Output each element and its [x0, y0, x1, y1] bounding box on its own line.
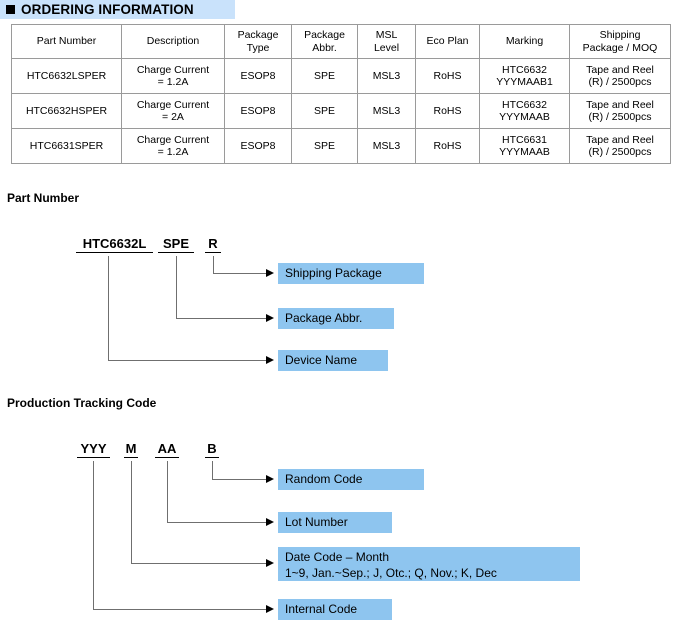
leader-line-date-code-vertical — [131, 461, 132, 564]
column-header-part-number: Part Number — [11, 24, 122, 59]
callout-internal-code: Internal Code — [278, 599, 392, 620]
section-title: ORDERING INFORMATION — [21, 2, 194, 17]
leader-line-lot-number-horizontal — [167, 522, 266, 523]
cell-shipping-package: Tape and Reel(R) / 2500pcs — [569, 93, 671, 129]
cell-eco-plan: RoHS — [415, 128, 480, 164]
cell-eco-plan: RoHS — [415, 58, 480, 94]
cell-part-number: HTC6631SPER — [11, 128, 122, 164]
section-header-band: ORDERING INFORMATION — [0, 0, 235, 19]
part-number-section-title: Part Number — [7, 191, 80, 205]
callout-date-code-month: Date Code – Month 1~9, Jan.~Sep.; J, Otc… — [278, 547, 580, 581]
leader-line-internal-code-horizontal — [93, 609, 266, 610]
cell-package-type: ESOP8 — [224, 93, 292, 129]
cell-description: Charge Current= 1.2A — [121, 128, 225, 164]
leader-line-internal-code-vertical — [93, 461, 94, 610]
cell-package-type: ESOP8 — [224, 128, 292, 164]
callout-shipping-package: Shipping Package — [278, 263, 424, 284]
leader-line-shipping-vertical — [213, 256, 214, 274]
leader-line-random-code-vertical — [212, 461, 213, 480]
tracking-code-segment-lot: AA — [155, 441, 179, 458]
cell-msl-level: MSL3 — [357, 58, 416, 94]
cell-package-abbr: SPE — [291, 58, 358, 94]
column-header-marking: Marking — [479, 24, 570, 59]
cell-msl-level: MSL3 — [357, 93, 416, 129]
table-row: HTC6632LSPER Charge Current= 1.2A ESOP8 … — [11, 58, 671, 94]
leader-line-device-name-vertical — [108, 256, 109, 361]
cell-eco-plan: RoHS — [415, 93, 480, 129]
cell-part-number: HTC6632LSPER — [11, 58, 122, 94]
callout-random-code: Random Code — [278, 469, 424, 490]
table-row: HTC6632HSPER Charge Current= 2A ESOP8 SP… — [11, 93, 671, 129]
leader-line-device-name-horizontal — [108, 360, 266, 361]
leader-line-date-code-horizontal — [131, 563, 266, 564]
cell-shipping-package: Tape and Reel(R) / 2500pcs — [569, 58, 671, 94]
production-tracking-code-diagram: YYY M AA B Random Code Lot Number Date C… — [0, 435, 681, 626]
filled-square-bullet-icon — [6, 5, 15, 14]
leader-line-package-abbr-vertical — [176, 256, 177, 319]
leader-line-package-abbr-horizontal — [176, 318, 266, 319]
cell-package-abbr: SPE — [291, 128, 358, 164]
arrow-head-date-code-icon — [266, 559, 274, 567]
tracking-code-segment-month: M — [124, 441, 138, 458]
callout-device-name: Device Name — [278, 350, 388, 371]
tracking-code-section-title: Production Tracking Code — [7, 396, 157, 410]
leader-line-lot-number-vertical — [167, 461, 168, 523]
arrow-head-internal-code-icon — [266, 605, 274, 613]
cell-package-abbr: SPE — [291, 93, 358, 129]
table-row: HTC6631SPER Charge Current= 1.2A ESOP8 S… — [11, 128, 671, 164]
leader-line-shipping-horizontal — [213, 273, 266, 274]
part-code-segment-shipping: R — [205, 236, 221, 253]
part-code-segment-package: SPE — [158, 236, 194, 253]
cell-description: Charge Current= 2A — [121, 93, 225, 129]
part-code-segment-device: HTC6632L — [76, 236, 153, 253]
callout-package-abbr: Package Abbr. — [278, 308, 394, 329]
tracking-code-segment-random: B — [205, 441, 219, 458]
callout-lot-number: Lot Number — [278, 512, 392, 533]
cell-package-type: ESOP8 — [224, 58, 292, 94]
arrow-head-lot-number-icon — [266, 518, 274, 526]
arrow-head-package-abbr-icon — [266, 314, 274, 322]
cell-description: Charge Current= 1.2A — [121, 58, 225, 94]
leader-line-random-code-horizontal — [212, 479, 266, 480]
column-header-description: Description — [121, 24, 225, 59]
column-header-eco-plan: Eco Plan — [415, 24, 480, 59]
tracking-code-segment-internal: YYY — [77, 441, 110, 458]
cell-msl-level: MSL3 — [357, 128, 416, 164]
cell-part-number: HTC6632HSPER — [11, 93, 122, 129]
cell-shipping-package: Tape and Reel(R) / 2500pcs — [569, 128, 671, 164]
arrow-head-device-name-icon — [266, 356, 274, 364]
arrow-head-random-code-icon — [266, 475, 274, 483]
arrow-head-shipping-icon — [266, 269, 274, 277]
part-number-breakdown-diagram: HTC6632L SPE R Shipping Package Package … — [0, 230, 681, 380]
